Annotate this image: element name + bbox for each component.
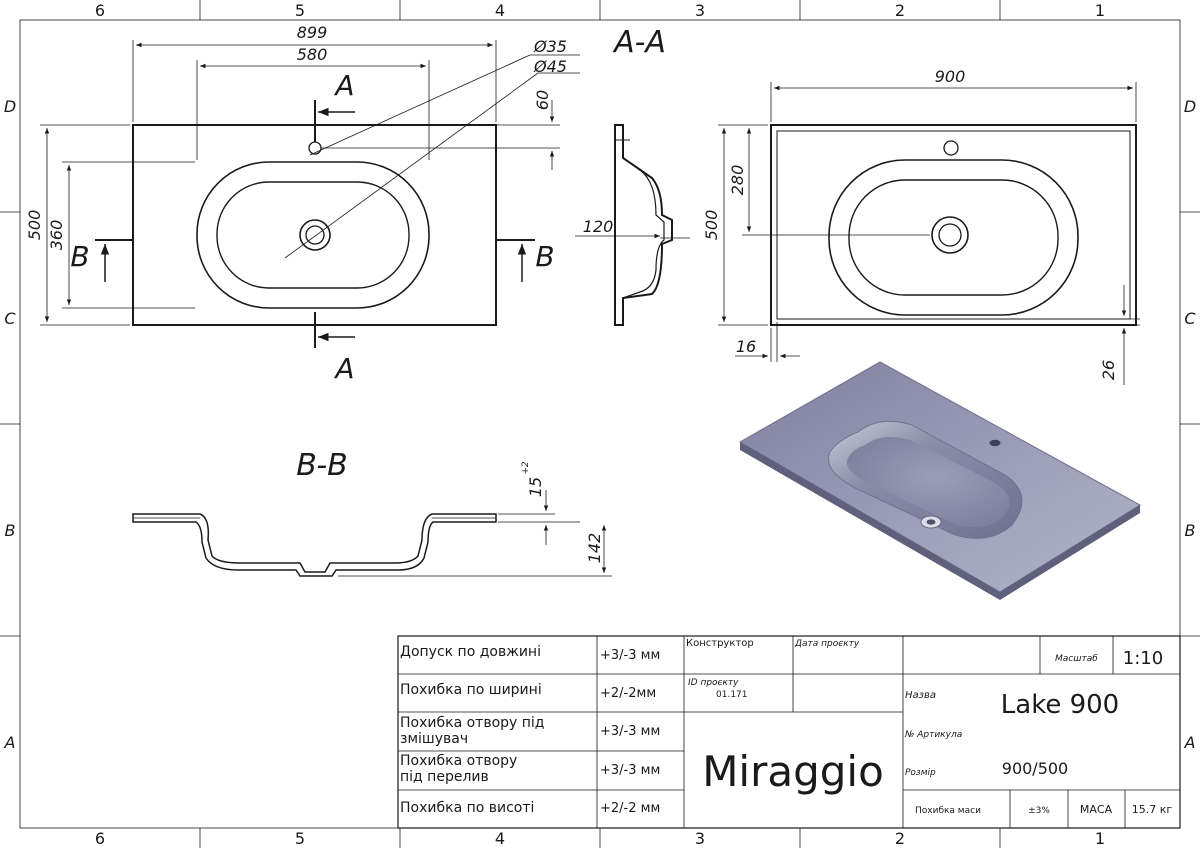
dim-tap-offset: 60 [533, 90, 552, 110]
col-label-top: 1 [1095, 1, 1105, 20]
tolerance-label: Допуск по довжині [400, 644, 541, 660]
right-bowl-inner [848, 179, 1059, 296]
right-dim-edge-bottom: 26 [1099, 360, 1118, 380]
tolerance-value: +3/-3 мм [600, 763, 660, 778]
col-label-bottom: 4 [495, 829, 505, 848]
dim-bowl-depth: 360 [47, 220, 66, 251]
dim-hole-45: Ø45 [533, 57, 567, 76]
countertop-outline [132, 124, 497, 326]
section-a-label-bottom: A [333, 352, 354, 385]
col-label-top: 3 [695, 1, 705, 20]
right-dim-width: 900 [935, 67, 966, 86]
section-bb-view: B-B 15 +2 142 [132, 448, 612, 577]
right-drain-inner [938, 223, 962, 247]
tolerance-label: Похибка отвору під [400, 715, 544, 731]
section-bb-dim-rim-tolerance: +2 [521, 461, 531, 475]
dim-overall-depth: 500 [25, 210, 44, 241]
brand-logo: Miraggio [702, 747, 884, 796]
tolerance-value: +2/-2 мм [600, 801, 660, 816]
row-label-right: C [1184, 309, 1196, 328]
col-label-top: 6 [95, 1, 105, 20]
scale-label: Масштаб [1055, 654, 1098, 664]
col-label-top: 5 [295, 1, 305, 20]
name-label: Назва [905, 690, 936, 701]
render-tap-hole [989, 439, 1001, 447]
section-a-label-top: A [333, 69, 354, 102]
drain-inner [305, 225, 325, 245]
tolerance-label-2: під перелив [400, 769, 489, 785]
bowl-inner-outline [216, 181, 410, 289]
right-countertop-outline [770, 124, 1137, 326]
section-bb-dim-rim: 15 [526, 477, 545, 497]
row-label-right: A [1184, 733, 1196, 752]
date-label: Дата проєкту [794, 639, 860, 649]
col-label-bottom: 2 [895, 829, 905, 848]
tolerance-value: +2/-2мм [600, 686, 656, 701]
right-view: 900 500 280 16 26 [702, 67, 1140, 385]
right-bowl-outer [828, 159, 1079, 316]
mass-value: 15.7 кг [1132, 803, 1173, 816]
product-name: Lake 900 [1001, 690, 1119, 720]
row-label-right: D [1184, 97, 1196, 116]
drain-outer [299, 219, 331, 251]
project-id-value: 01.171 [716, 690, 748, 700]
right-dim-depth: 500 [702, 210, 721, 241]
tolerance-value: +3/-3 мм [600, 648, 660, 663]
dim-bowl-width: 580 [297, 45, 328, 64]
section-b-label-left: B [70, 240, 89, 273]
row-label-left: D [4, 97, 16, 116]
article-label: № Артикула [904, 730, 962, 740]
row-label-right: B [1185, 521, 1196, 540]
tolerance-label-2: змішувач [400, 731, 468, 747]
section-aa-view: A-A 120 [575, 25, 690, 326]
row-label-left: B [5, 521, 16, 540]
mass-tolerance-label: Похибка маси [915, 806, 981, 816]
scale-value: 1:10 [1123, 648, 1163, 669]
dim-hole-35: Ø35 [533, 37, 567, 56]
render-drain-hole [926, 519, 936, 525]
row-label-left: C [4, 309, 16, 328]
section-bb-dim-height: 142 [585, 533, 604, 564]
col-label-top: 4 [495, 1, 505, 20]
section-bb-title: B-B [296, 448, 347, 483]
top-view: A A B B 899 580 Ø35 Ø45 60 [25, 23, 580, 385]
tolerance-label: Похибка отвору [400, 753, 517, 769]
tap-hole [308, 141, 322, 155]
tolerance-label: Похибка по ширині [400, 682, 542, 698]
dim-overall-width: 899 [297, 23, 328, 42]
right-tap-hole [943, 140, 959, 156]
tolerance-value: +3/-3 мм [600, 724, 660, 739]
title-block: Допуск по довжині +3/-3 мм Похибка по ши… [397, 635, 1181, 829]
bowl-outer-outline [196, 161, 430, 309]
col-label-bottom: 1 [1095, 829, 1105, 848]
section-aa-dim-height: 120 [583, 217, 614, 236]
col-label-top: 2 [895, 1, 905, 20]
right-dim-center: 280 [728, 165, 747, 196]
mass-label: МАСА [1080, 803, 1113, 816]
designer-label: Конструктор [686, 638, 754, 649]
mass-tolerance-value: ±3% [1028, 806, 1050, 816]
section-aa-title: A-A [612, 25, 666, 60]
section-aa-profile-inner [622, 157, 665, 299]
size-value: 900/500 [1002, 759, 1068, 778]
render-bowl-basin [846, 436, 1010, 528]
right-drain-outer [931, 216, 969, 254]
tolerance-label: Похибка по висоті [400, 800, 534, 816]
size-label: Розмір [905, 768, 936, 778]
project-id-label: ID проєкту [688, 678, 739, 688]
section-aa-profile-outer [614, 124, 673, 326]
col-label-bottom: 5 [295, 829, 305, 848]
section-bb-profile [132, 513, 497, 577]
col-label-bottom: 3 [695, 829, 705, 848]
col-label-bottom: 6 [95, 829, 105, 848]
section-b-label-right: B [535, 240, 554, 273]
isometric-render [738, 361, 1141, 600]
row-label-left: A [4, 733, 16, 752]
right-dim-edge-left: 16 [736, 337, 756, 356]
